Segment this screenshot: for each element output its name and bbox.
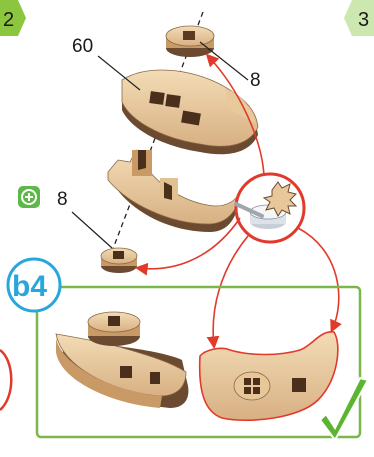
substep-label: b4 [12, 270, 47, 303]
label-part-8-bottom: 8 [57, 189, 68, 210]
step-number-3: 3 [358, 9, 369, 31]
step-badge-3: 3 [344, 0, 374, 36]
middle-keel-piece [108, 150, 240, 232]
label-part-8-top: 8 [250, 70, 261, 91]
assembled-deck-piece [200, 332, 338, 420]
edge-marker [0, 350, 11, 410]
leader-60 [98, 56, 140, 90]
part-8-top-piece [166, 26, 214, 57]
part-8-bottom-piece [101, 248, 137, 273]
label-part-60: 60 [72, 36, 93, 57]
arrow-to-assembly-right [298, 228, 339, 330]
assembled-hull-piece [56, 312, 188, 408]
glue-pot-icon [236, 174, 304, 242]
substep-badge: b4 [8, 259, 60, 311]
part-60-piece [122, 70, 258, 154]
step-badge-2: 2 [0, 0, 26, 36]
step-number-2: 2 [3, 9, 14, 31]
leader-8-bottom [72, 212, 112, 248]
plus-circle-icon [18, 186, 40, 208]
arrow-to-assembly-left [213, 236, 248, 346]
